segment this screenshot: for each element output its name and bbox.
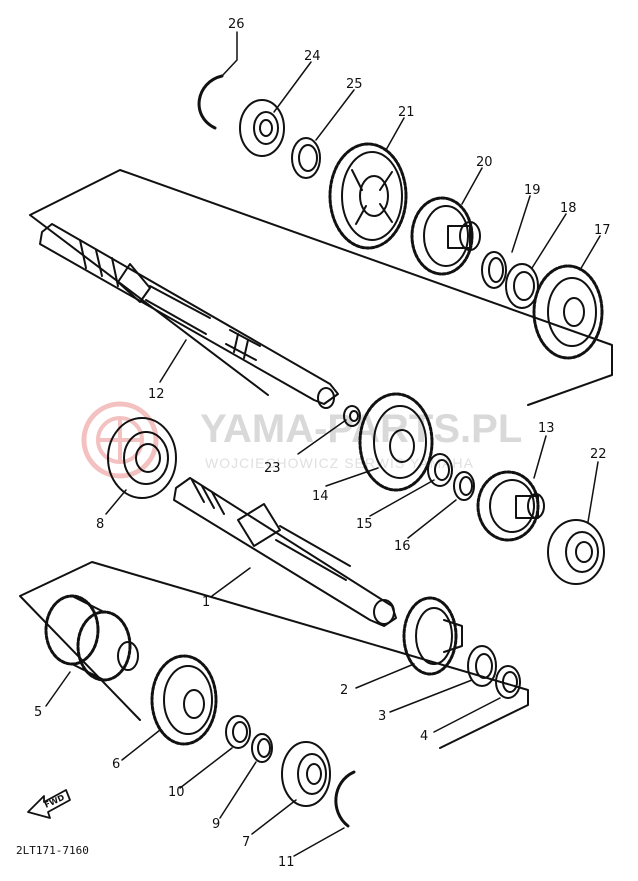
gear-17: [532, 264, 604, 360]
washer-15: [427, 453, 453, 487]
label-13: 13: [538, 421, 555, 436]
gear-14: [358, 392, 434, 492]
washer-3: [467, 645, 497, 687]
part-labels: 26 24 25 21 20 19 18 17 12 23 14 15 16 1…: [34, 17, 611, 870]
label-22: 22: [590, 447, 607, 462]
front-direction-arrow: FWD: [27, 789, 71, 819]
label-15: 15: [356, 517, 373, 532]
gear-21: [328, 142, 408, 250]
gear-20: [410, 196, 481, 276]
label-7: 7: [242, 835, 250, 850]
label-10: 10: [168, 785, 185, 800]
label-5: 5: [34, 705, 42, 720]
label-14: 14: [312, 489, 329, 504]
spacer-23: [343, 405, 361, 427]
drive-axle-1: [173, 477, 397, 627]
leader-lines: [45, 31, 601, 857]
label-26: 26: [228, 17, 245, 32]
circlip-9: [251, 733, 273, 763]
circlip-16: [453, 471, 475, 501]
label-2: 2: [340, 683, 348, 698]
gear-6: [150, 654, 218, 746]
watermark-sub-text: WOJCIECHOWICZ SERWIS YAMAHA: [205, 455, 474, 471]
label-25: 25: [346, 77, 363, 92]
label-3: 3: [378, 709, 386, 724]
circlip-19: [481, 251, 507, 289]
label-18: 18: [560, 201, 577, 216]
label-1: 1: [202, 595, 210, 610]
washer-10: [225, 715, 251, 749]
label-8: 8: [96, 517, 104, 532]
gear-2: [402, 596, 463, 676]
main-shaft-12: [39, 223, 339, 409]
label-20: 20: [476, 155, 493, 170]
label-4: 4: [420, 729, 428, 744]
label-21: 21: [398, 105, 415, 120]
circlip-26: [197, 74, 224, 130]
label-12: 12: [148, 387, 165, 402]
label-6: 6: [112, 757, 120, 772]
washer-18: [505, 263, 539, 309]
gear-5: [44, 594, 139, 682]
label-11: 11: [278, 855, 295, 870]
washer-25: [291, 137, 321, 179]
watermark-logo: [81, 401, 159, 479]
bearing-24: [239, 99, 285, 157]
circlip-11: [334, 770, 356, 828]
bearing-8: [107, 417, 177, 499]
watermark: YAMA-PARTS.PL WOJCIECHOWICZ SERWIS YAMAH…: [81, 401, 522, 479]
circlip-4: [495, 665, 521, 699]
label-19: 19: [524, 183, 541, 198]
label-23: 23: [264, 461, 281, 476]
bearing-22: [547, 519, 605, 585]
label-17: 17: [594, 223, 611, 238]
diagram-code: 2LT171-7160: [16, 844, 89, 857]
bearing-7: [281, 741, 331, 807]
label-9: 9: [212, 817, 220, 832]
label-16: 16: [394, 539, 411, 554]
gear-13: [476, 470, 545, 542]
label-24: 24: [304, 49, 321, 64]
